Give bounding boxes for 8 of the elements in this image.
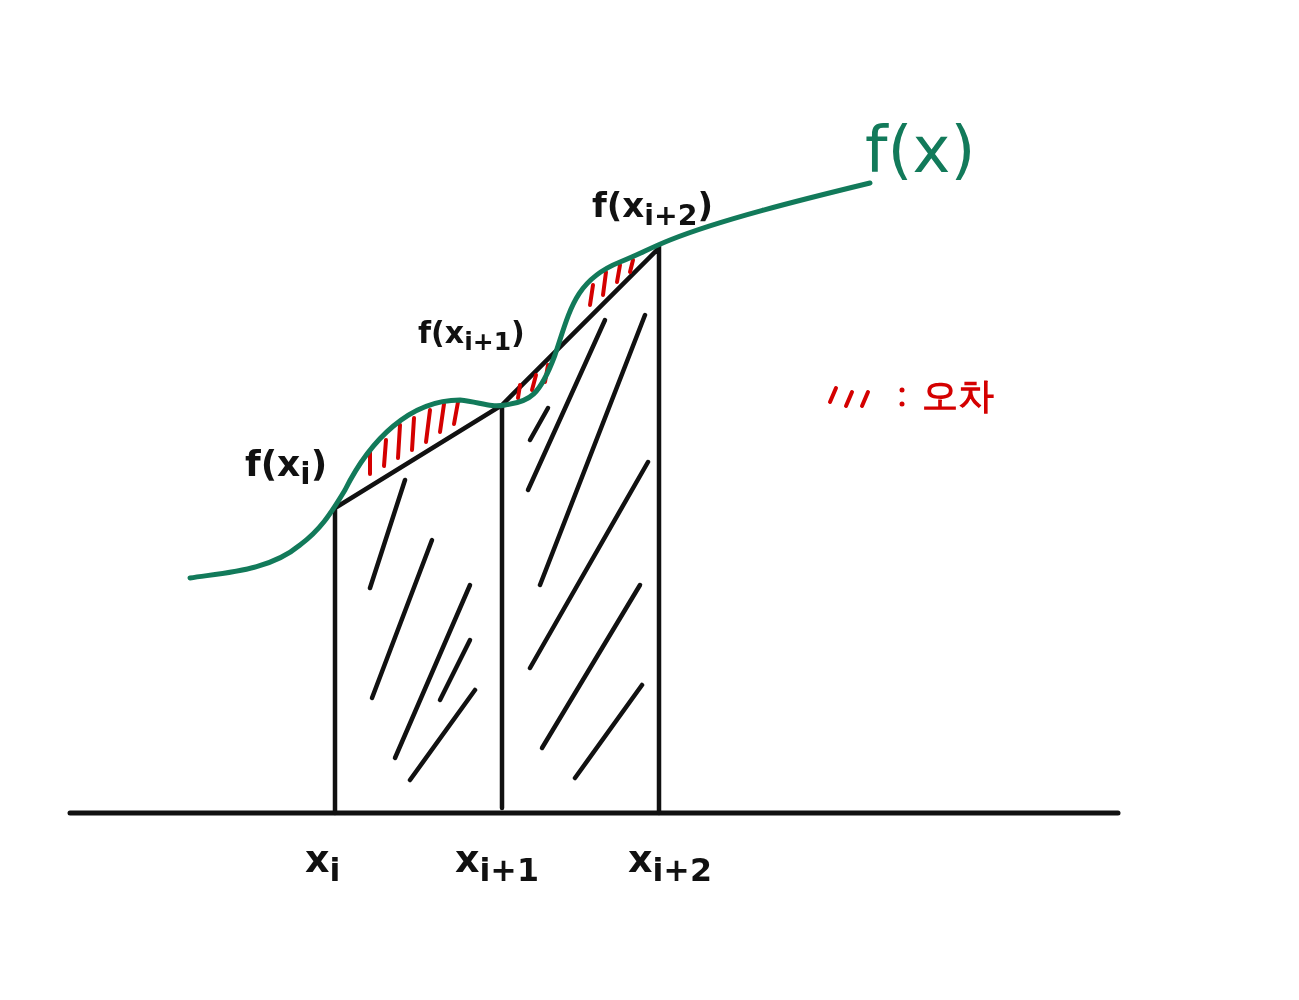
tick-label: x$_{i+1}$ [455, 840, 539, 887]
point-label: f(x$_{i+1}$) [418, 318, 525, 354]
tick-label: x$_{i}$ [305, 840, 341, 887]
function-label: f(x) [865, 118, 976, 182]
tick-label: x$_{i+2}$ [628, 840, 712, 887]
point-label: f(x$_{i}$) [245, 446, 328, 490]
point-label: f(x$_{i+2}$) [592, 188, 713, 231]
legend-label: 오차 [922, 378, 994, 414]
